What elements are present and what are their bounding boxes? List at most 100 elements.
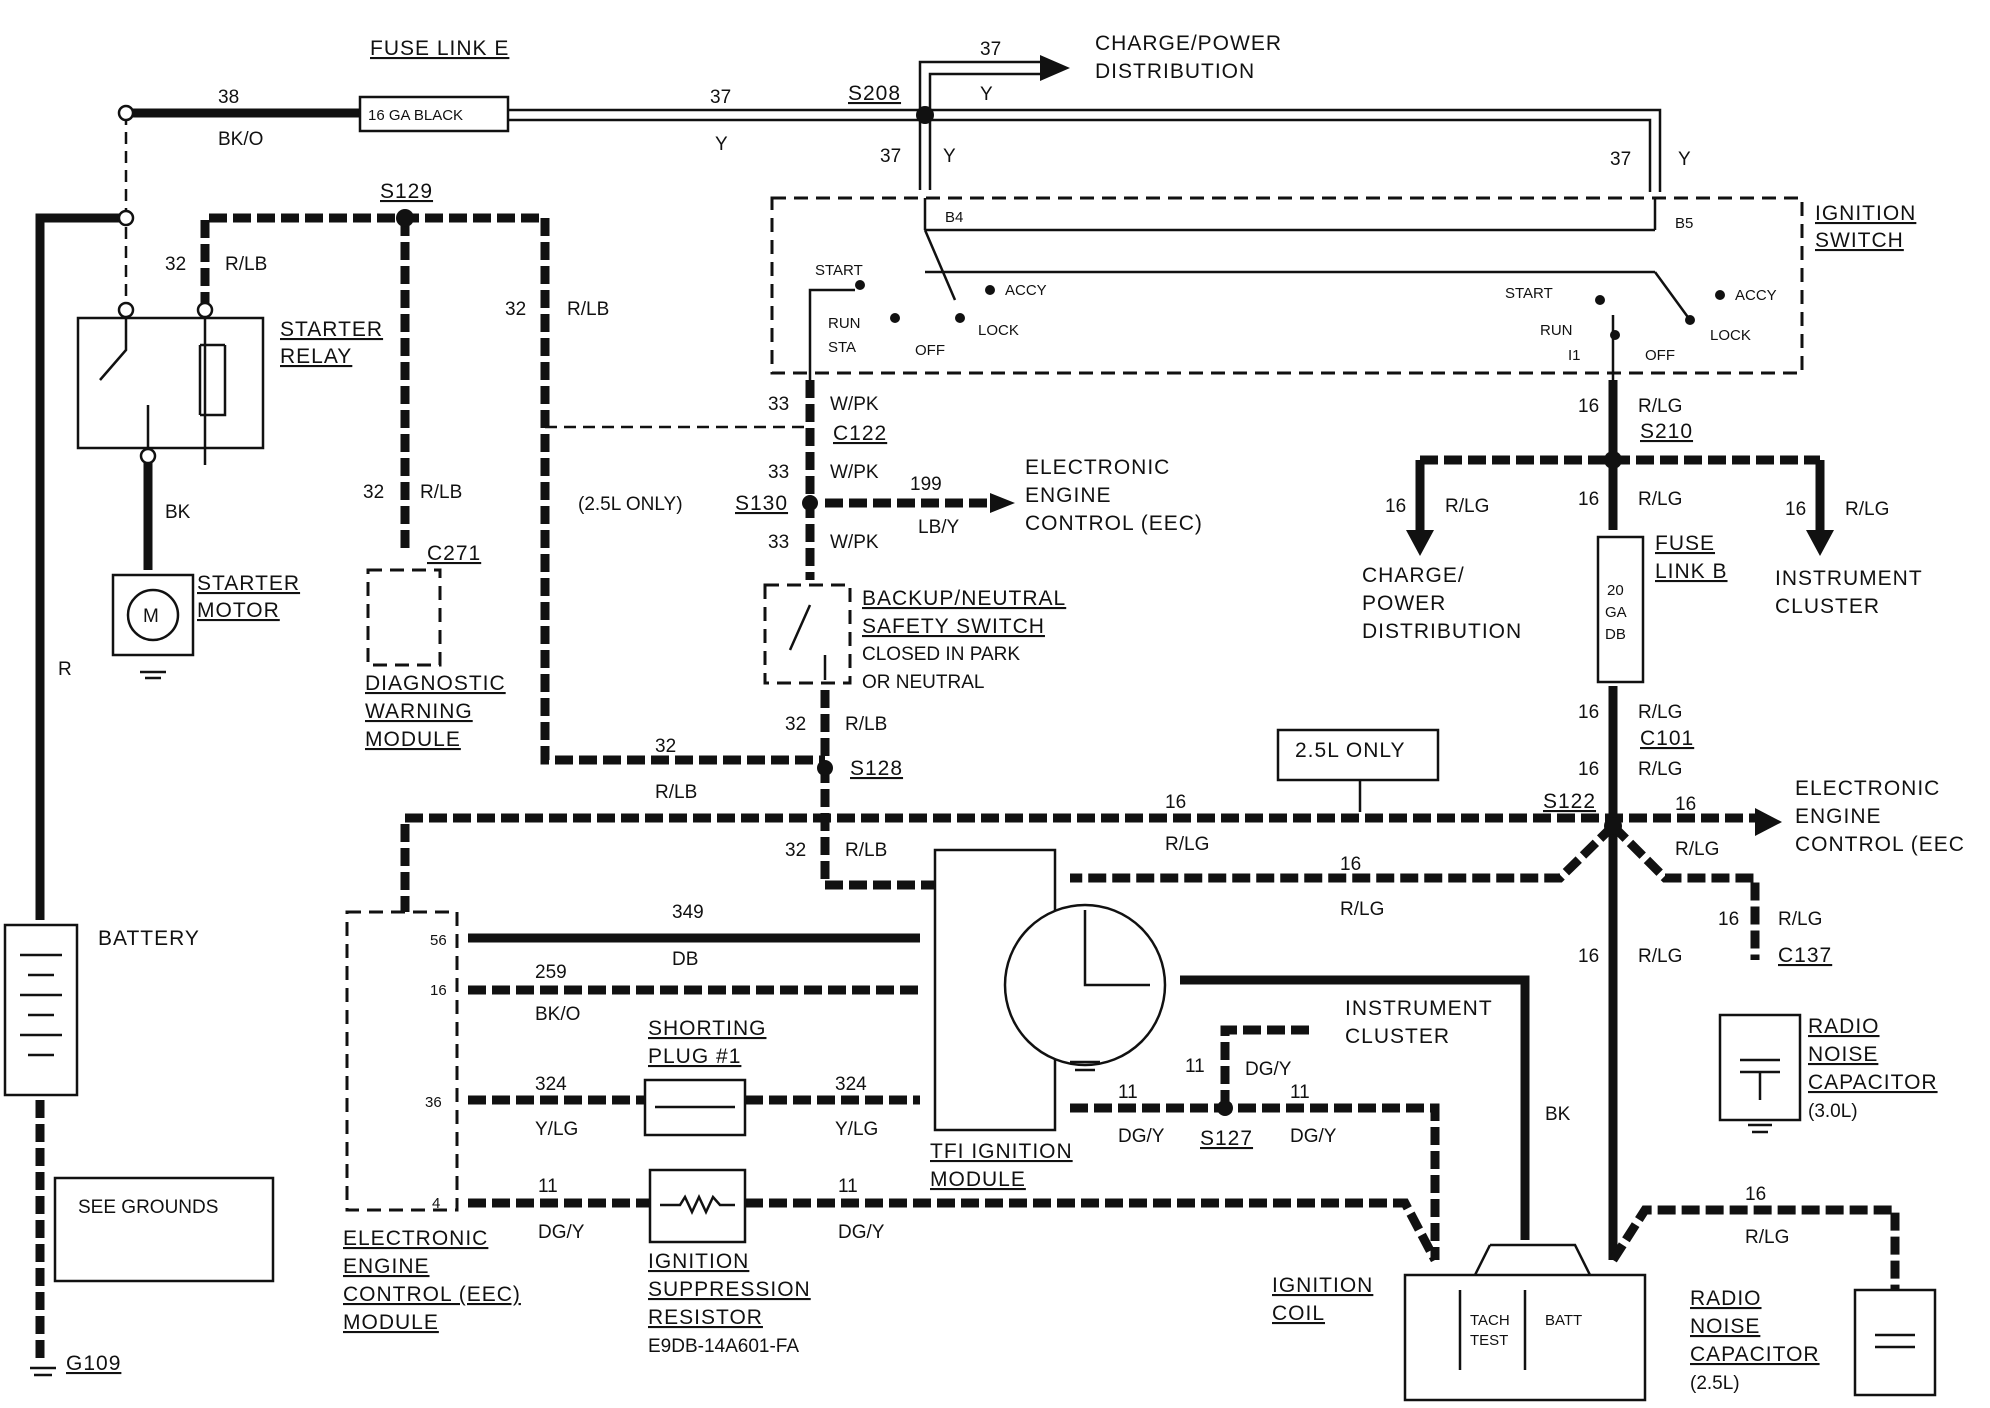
svg-text:RADIO: RADIO	[1690, 1287, 1762, 1310]
battery	[3, 923, 79, 1097]
tfi-ignition-module	[933, 848, 1057, 1132]
svg-text:W/PK: W/PK	[830, 532, 879, 553]
svg-text:11: 11	[538, 1176, 558, 1197]
svg-text:37: 37	[880, 146, 901, 167]
svg-text:R/LB: R/LB	[567, 299, 609, 320]
svg-text:LINK B: LINK B	[1655, 560, 1728, 583]
svg-text:16: 16	[1718, 909, 1739, 930]
wire-16-c137	[1609, 822, 1760, 960]
svg-text:R/LG: R/LG	[1340, 899, 1384, 920]
wire-32-tfi	[820, 765, 935, 890]
svg-text:DIAGNOSTIC: DIAGNOSTIC	[365, 672, 506, 695]
svg-text:Y: Y	[715, 134, 728, 155]
svg-text:R/LG: R/LG	[1778, 909, 1822, 930]
svg-text:CAPACITOR: CAPACITOR	[1808, 1071, 1938, 1094]
svg-text:W/PK: W/PK	[830, 462, 879, 483]
svg-text:S129: S129	[380, 180, 433, 203]
svg-text:16: 16	[1745, 1184, 1766, 1205]
radio-noise-capacitor-25	[1853, 1288, 1937, 1397]
svg-text:(2.5L): (2.5L)	[1690, 1373, 1740, 1394]
svg-text:56: 56	[430, 932, 447, 949]
svg-text:FUSE: FUSE	[1655, 532, 1715, 555]
svg-text:Y: Y	[1678, 149, 1691, 170]
svg-text:R: R	[58, 659, 72, 680]
svg-text:(3.0L): (3.0L)	[1808, 1101, 1858, 1122]
starter-relay	[76, 316, 265, 450]
svg-text:OFF: OFF	[915, 342, 945, 359]
svg-text:PLUG #1: PLUG #1	[648, 1045, 741, 1068]
svg-text:G109: G109	[66, 1352, 121, 1375]
svg-text:DG/Y: DG/Y	[838, 1222, 885, 1243]
svg-text:38: 38	[218, 87, 239, 108]
wire-32-rlb	[200, 213, 825, 765]
svg-text:IGNITION: IGNITION	[648, 1250, 749, 1273]
svg-text:S128: S128	[850, 757, 903, 780]
svg-text:INSTRUMENT: INSTRUMENT	[1345, 997, 1493, 1020]
svg-text:STARTER: STARTER	[197, 572, 300, 595]
svg-text:S208: S208	[848, 82, 901, 105]
svg-text:ELECTRONIC: ELECTRONIC	[1025, 456, 1170, 479]
svg-text:33: 33	[768, 532, 789, 553]
svg-text:RADIO: RADIO	[1808, 1015, 1880, 1038]
svg-text:DB: DB	[1605, 626, 1626, 643]
svg-text:ACCY: ACCY	[1005, 282, 1047, 299]
svg-text:NOISE: NOISE	[1690, 1315, 1760, 1338]
svg-text:R/LB: R/LB	[845, 714, 887, 735]
wire-bk-coil	[1180, 975, 1530, 1240]
svg-text:MODULE: MODULE	[930, 1168, 1026, 1191]
svg-text:C137: C137	[1778, 944, 1832, 967]
svg-text:349: 349	[672, 902, 704, 923]
svg-text:16: 16	[1578, 946, 1599, 967]
svg-text:S127: S127	[1200, 1127, 1253, 1150]
svg-text:16: 16	[1165, 792, 1186, 813]
wire-11-dgy	[1070, 1103, 1440, 1260]
svg-text:RUN: RUN	[1540, 322, 1573, 339]
svg-text:CLUSTER: CLUSTER	[1345, 1025, 1450, 1048]
svg-text:SHORTING: SHORTING	[648, 1017, 766, 1040]
svg-text:ENGINE: ENGINE	[1025, 484, 1112, 507]
svg-text:STARTER: STARTER	[280, 318, 383, 341]
svg-text:RESISTOR: RESISTOR	[648, 1306, 763, 1329]
svg-text:LOCK: LOCK	[1710, 327, 1751, 344]
svg-text:Y/LG: Y/LG	[835, 1119, 878, 1140]
svg-text:BK: BK	[165, 502, 191, 523]
svg-text:DB: DB	[672, 949, 698, 970]
svg-text:R/LG: R/LG	[1745, 1227, 1789, 1248]
wire-11-res	[468, 1198, 1439, 1263]
svg-text:16: 16	[1785, 499, 1806, 520]
splices	[117, 104, 1622, 1116]
svg-text:R/LG: R/LG	[1638, 759, 1682, 780]
fuse-link-b	[1596, 535, 1645, 684]
svg-text:R/LG: R/LG	[1445, 496, 1489, 517]
eec-module	[345, 910, 459, 1212]
svg-text:Y/LG: Y/LG	[535, 1119, 578, 1140]
svg-text:INSTRUMENT: INSTRUMENT	[1775, 567, 1923, 590]
svg-text:33: 33	[768, 394, 789, 415]
svg-text:LB/Y: LB/Y	[918, 517, 960, 538]
svg-text:ACCY: ACCY	[1735, 287, 1777, 304]
svg-text:BACKUP/NEUTRAL: BACKUP/NEUTRAL	[862, 587, 1066, 610]
svg-text:Y: Y	[980, 84, 993, 105]
svg-text:SEE GROUNDS: SEE GROUNDS	[78, 1197, 218, 1218]
motor-label: M	[143, 606, 159, 627]
svg-text:16: 16	[1675, 794, 1696, 815]
splice-s122	[1604, 817, 1622, 835]
svg-text:DISTRIBUTION: DISTRIBUTION	[1362, 620, 1522, 643]
svg-text:CONTROL (EEC): CONTROL (EEC)	[1025, 512, 1203, 535]
svg-text:324: 324	[835, 1074, 867, 1095]
splice-s127	[1217, 1100, 1233, 1116]
wire-16-cap25	[1609, 1205, 1900, 1290]
wires	[35, 55, 1900, 1360]
svg-text:32: 32	[363, 482, 384, 503]
svg-text:16: 16	[1578, 759, 1599, 780]
svg-text:C271: C271	[427, 542, 481, 565]
diagnostic-warning-module	[366, 568, 442, 667]
svg-text:20: 20	[1607, 582, 1624, 599]
svg-text:B5: B5	[1675, 215, 1693, 232]
svg-text:ENGINE: ENGINE	[1795, 805, 1882, 828]
svg-text:OFF: OFF	[1645, 347, 1675, 364]
svg-text:37: 37	[710, 87, 731, 108]
wire-16-tfi	[1070, 822, 1617, 883]
svg-text:R/LB: R/LB	[420, 482, 462, 503]
